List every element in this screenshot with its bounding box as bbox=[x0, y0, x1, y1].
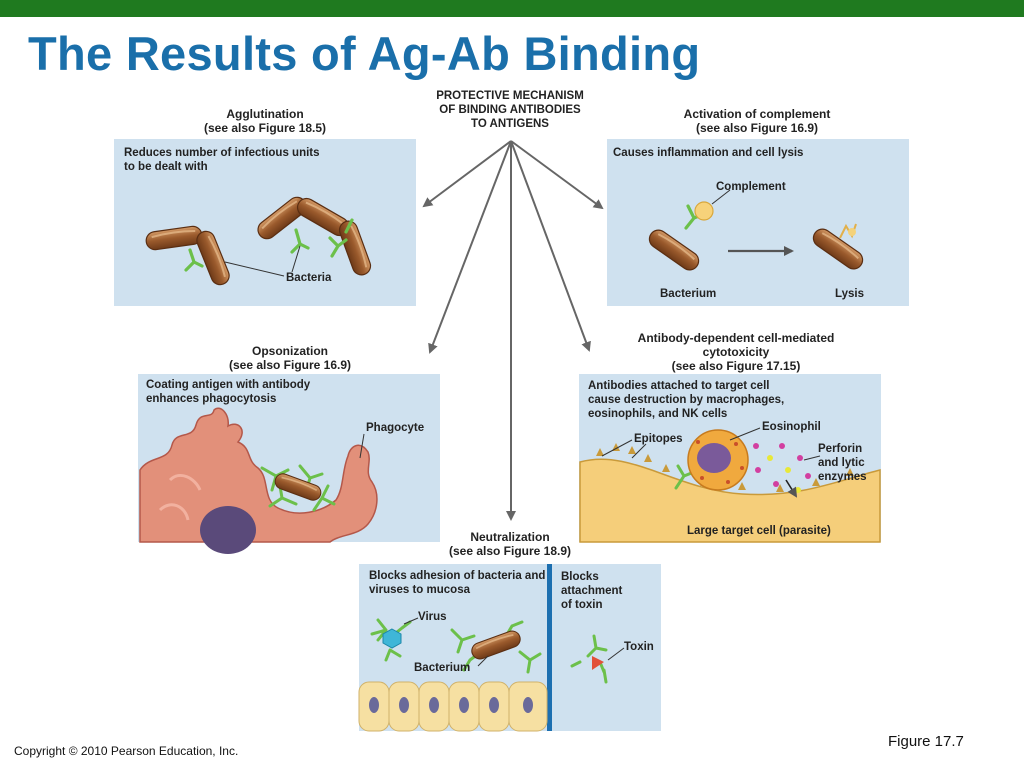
opsonization-illustration bbox=[139, 407, 378, 554]
arrow-to-agglutination bbox=[422, 140, 512, 208]
opsonization-description: Coating antigen with antibody enhances p… bbox=[146, 379, 311, 405]
label-perforin-line-2: and lytic bbox=[818, 457, 865, 469]
copyright-text: Copyright © 2010 Pearson Education, Inc. bbox=[14, 744, 239, 758]
adcc-header: Antibody-dependent cell-mediated cytotox… bbox=[608, 331, 864, 373]
neutralization-description-left: Blocks adhesion of bacteria and viruses … bbox=[369, 570, 546, 596]
neutralization-description-right: Blocks attachment of toxin bbox=[561, 570, 651, 612]
complement-illustration bbox=[644, 189, 868, 275]
adcc-description: Antibodies attached to target cell cause… bbox=[588, 380, 785, 420]
neutralization-illustration bbox=[358, 564, 625, 732]
figure-label: Figure 17.7 bbox=[888, 733, 964, 750]
agglutination-header: Agglutination (see also Figure 18.5) bbox=[165, 107, 365, 135]
complement-panel bbox=[607, 139, 909, 306]
arrow-to-opsonization bbox=[428, 140, 512, 354]
agglutination-description: Reduces number of infectious units to be… bbox=[124, 147, 320, 173]
arrow-to-adcc bbox=[510, 140, 591, 352]
neutralization-right-line-1: Blocks bbox=[561, 571, 599, 583]
label-perforin-line-1: Perforin bbox=[818, 443, 863, 455]
opsonization-header: Opsonization (see also Figure 16.9) bbox=[190, 344, 390, 372]
neutralization-right-line-2: attachment bbox=[561, 585, 623, 597]
center-header-line-3: TO ANTIGENS bbox=[471, 118, 549, 130]
top-accent-bar bbox=[0, 0, 1024, 17]
neutralization-title: Neutralization bbox=[470, 530, 550, 544]
complement-see-also: (see also Figure 16.9) bbox=[695, 121, 819, 135]
label-target-cell: Large target cell (parasite) bbox=[687, 525, 831, 537]
label-lysis: Lysis bbox=[835, 288, 864, 300]
center-header-line-1: PROTECTIVE MECHANISM bbox=[436, 90, 584, 102]
agglutination-see-also: (see also Figure 18.5) bbox=[203, 121, 327, 135]
adcc-illustration bbox=[579, 427, 881, 543]
center-header-line-2: OF BINDING ANTIBODIES bbox=[439, 104, 581, 116]
label-bacterium-neutralization: Bacterium bbox=[414, 662, 471, 674]
label-epitopes: Epitopes bbox=[634, 433, 683, 445]
neutralization-right-line-3: of toxin bbox=[561, 599, 603, 611]
center-header: PROTECTIVE MECHANISM OF BINDING ANTIBODI… bbox=[405, 89, 615, 131]
adcc-see-also: (see also Figure 17.15) bbox=[671, 359, 801, 373]
complement-header: Activation of complement (see also Figur… bbox=[657, 107, 857, 135]
mechanism-arrows bbox=[422, 140, 604, 521]
label-phagocyte: Phagocyte bbox=[366, 422, 425, 434]
agglutination-title: Agglutination bbox=[226, 107, 304, 121]
label-perforin-line-3: enzymes bbox=[818, 471, 867, 483]
label-complement: Complement bbox=[716, 181, 786, 193]
complement-description: Causes inflammation and cell lysis bbox=[613, 147, 804, 159]
arrow-to-complement bbox=[510, 140, 604, 210]
slide-title: The Results of Ag-Ab Binding bbox=[28, 27, 701, 80]
label-eosinophil: Eosinophil bbox=[762, 421, 821, 433]
opsonization-see-also: (see also Figure 16.9) bbox=[228, 358, 352, 372]
adcc-title-line-1: Antibody-dependent cell-mediated bbox=[637, 331, 835, 345]
neutralization-header: Neutralization (see also Figure 18.9) bbox=[410, 530, 610, 558]
label-toxin: Toxin bbox=[624, 641, 654, 653]
opsonization-title: Opsonization bbox=[252, 344, 328, 358]
label-bacteria: Bacteria bbox=[286, 272, 332, 284]
neutralization-see-also: (see also Figure 18.9) bbox=[448, 544, 572, 558]
label-virus: Virus bbox=[418, 611, 447, 623]
label-bacterium-complement: Bacterium bbox=[660, 288, 717, 300]
agglutination-illustration bbox=[144, 192, 375, 289]
label-perforin: Perforin and lytic enzymes bbox=[818, 442, 867, 484]
adcc-title-line-2: cytotoxicity bbox=[702, 345, 770, 359]
complement-title: Activation of complement bbox=[683, 107, 831, 121]
